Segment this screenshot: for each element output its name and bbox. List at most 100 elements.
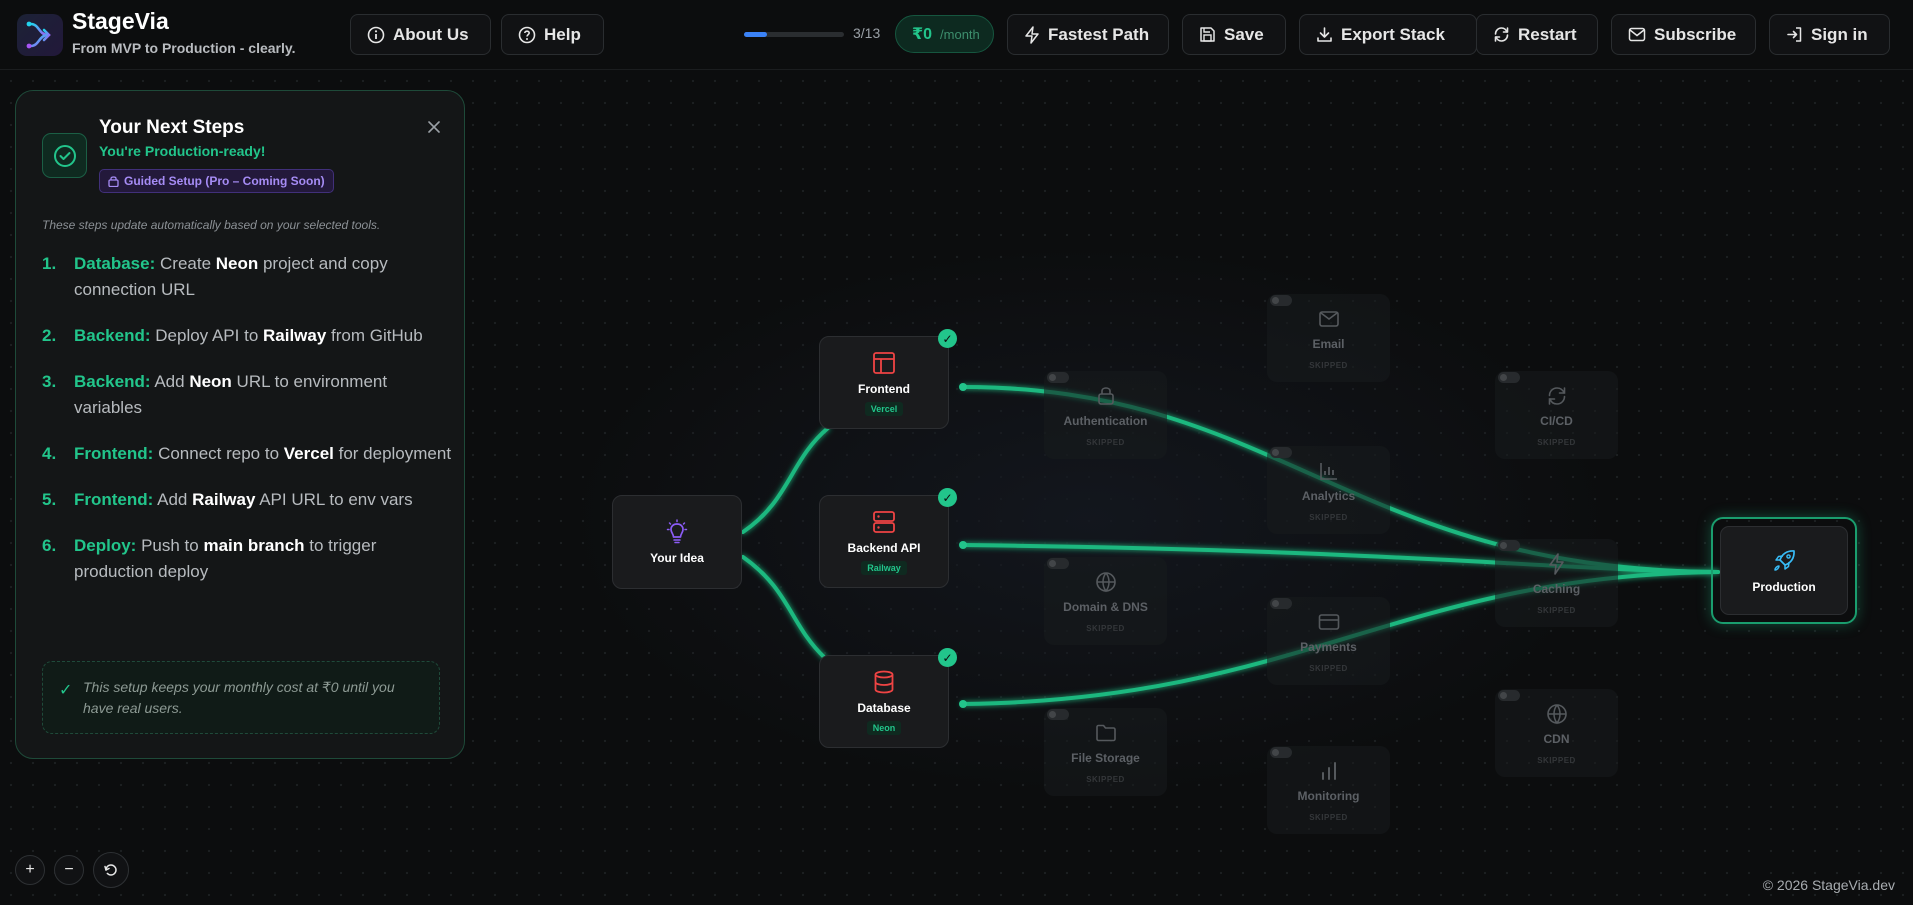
idea-node[interactable]: Your Idea — [612, 495, 742, 589]
email-label: Email — [1312, 336, 1345, 351]
analytics-status: SKIPPED — [1309, 512, 1348, 522]
backend-node[interactable]: Backend API Railway ✓ — [819, 488, 957, 588]
brand-logo[interactable] — [17, 14, 63, 56]
domain-node[interactable]: Domain & DNS SKIPPED — [1044, 557, 1167, 645]
mail-icon — [1628, 27, 1646, 42]
cicd-icon — [1548, 386, 1565, 405]
storage-status: SKIPPED — [1086, 774, 1125, 784]
step-text: Database: Create Neon project and copy c… — [74, 251, 452, 303]
edge-start-dot — [959, 700, 967, 708]
rocket-icon — [1774, 549, 1795, 571]
lightbulb-icon — [666, 519, 688, 544]
lock-icon — [108, 176, 119, 187]
payments-status: SKIPPED — [1309, 663, 1348, 673]
export-stack-button[interactable]: Export Stack — [1299, 14, 1477, 55]
restart-button[interactable]: Restart — [1476, 14, 1598, 55]
sign-in-label: Sign in — [1811, 24, 1868, 44]
edge-start-dot — [959, 383, 967, 391]
monitoring-label: Monitoring — [1297, 788, 1360, 803]
database-icon — [874, 670, 894, 693]
step-fragment: Create — [160, 254, 216, 273]
step-highlight: Vercel — [283, 444, 334, 463]
download-icon — [1317, 27, 1332, 42]
step-highlight: Neon — [189, 372, 232, 391]
save-label: Save — [1224, 24, 1264, 44]
export-stack-label: Export Stack — [1341, 24, 1445, 44]
refresh-icon — [1494, 27, 1509, 42]
cost-check-icon: ✓ — [59, 682, 73, 699]
step-fragment: Push to — [141, 536, 204, 555]
server-icon — [873, 510, 895, 533]
about-us-button[interactable]: About Us — [350, 14, 491, 55]
fastest-path-button[interactable]: Fastest Path — [1007, 14, 1169, 55]
backend-tool-tag: Railway — [861, 560, 907, 575]
step-category: Backend: — [74, 326, 151, 345]
analytics-label: Analytics — [1301, 488, 1356, 503]
login-icon — [1787, 27, 1802, 42]
domain-status: SKIPPED — [1086, 623, 1125, 633]
reset-view-button[interactable] — [93, 852, 129, 888]
domain-icon — [1095, 571, 1116, 592]
step-highlight: main branch — [203, 536, 305, 555]
step-fragment: Deploy API to — [155, 326, 263, 345]
step-fragment: for deployment — [333, 444, 452, 463]
step-category: Frontend: — [74, 490, 154, 509]
step-fragment: API URL to env vars — [255, 490, 413, 509]
cost-note-text: This setup keeps your monthly cost at ₹0… — [83, 679, 395, 716]
database-tool-tag: Neon — [866, 720, 902, 735]
edge-start-dot — [959, 541, 967, 549]
monthly-cost-badge: ₹0 /month — [895, 15, 994, 53]
close-panel-button[interactable] — [422, 115, 446, 139]
step-number: 5. — [42, 490, 57, 509]
subscribe-button[interactable]: Subscribe — [1611, 14, 1756, 55]
save-icon — [1200, 27, 1215, 42]
step-number: 3. — [42, 372, 57, 391]
panel-status-badge — [42, 133, 87, 178]
step-item: 1. Database: Create Neon project and copy… — [42, 251, 452, 303]
caching-label: Caching — [1532, 581, 1581, 596]
frontend-node[interactable]: Frontend Vercel ✓ — [819, 329, 957, 429]
step-fragment: Add — [157, 490, 193, 509]
step-text: Frontend: Add Railway API URL to env var… — [74, 487, 413, 513]
step-text: Backend: Deploy API to Railway from GitH… — [74, 323, 423, 349]
panel-title: Your Next Steps — [99, 117, 245, 138]
sign-in-button[interactable]: Sign in — [1769, 14, 1890, 55]
step-number: 1. — [42, 254, 57, 273]
subscribe-label: Subscribe — [1654, 24, 1737, 44]
save-button[interactable]: Save — [1182, 14, 1286, 55]
cicd-status: SKIPPED — [1537, 437, 1576, 447]
next-steps-panel: Your Next Steps You're Production-ready!… — [15, 90, 465, 759]
database-node[interactable]: Database Neon ✓ — [819, 648, 957, 748]
panel-subtitle: You're Production-ready! — [99, 143, 266, 159]
step-number: 4. — [42, 444, 57, 463]
monthly-cost-period: /month — [940, 26, 980, 42]
step-number: 6. — [42, 536, 57, 555]
domain-label: Domain & DNS — [1063, 599, 1148, 614]
production-node[interactable]: Production — [1711, 517, 1857, 624]
payments-label: Payments — [1300, 639, 1357, 654]
about-us-label: About Us — [393, 24, 469, 44]
cdn-icon — [1546, 703, 1567, 724]
step-category: Backend: — [74, 372, 151, 391]
reset-view-icon — [104, 864, 117, 876]
lightning-icon — [1025, 25, 1039, 44]
help-button[interactable]: Help — [501, 14, 604, 55]
step-category: Frontend: — [74, 444, 154, 463]
authentication-status: SKIPPED — [1086, 437, 1125, 447]
frontend-node-label: Frontend — [858, 381, 910, 396]
backend-node-label: Backend API — [847, 540, 921, 555]
zoom-out-button[interactable]: − — [54, 855, 84, 885]
step-fragment: Add — [154, 372, 190, 391]
zoom-in-button[interactable]: + — [15, 855, 45, 885]
cdn-label: CDN — [1543, 731, 1570, 746]
idea-node-label: Your Idea — [650, 551, 704, 565]
